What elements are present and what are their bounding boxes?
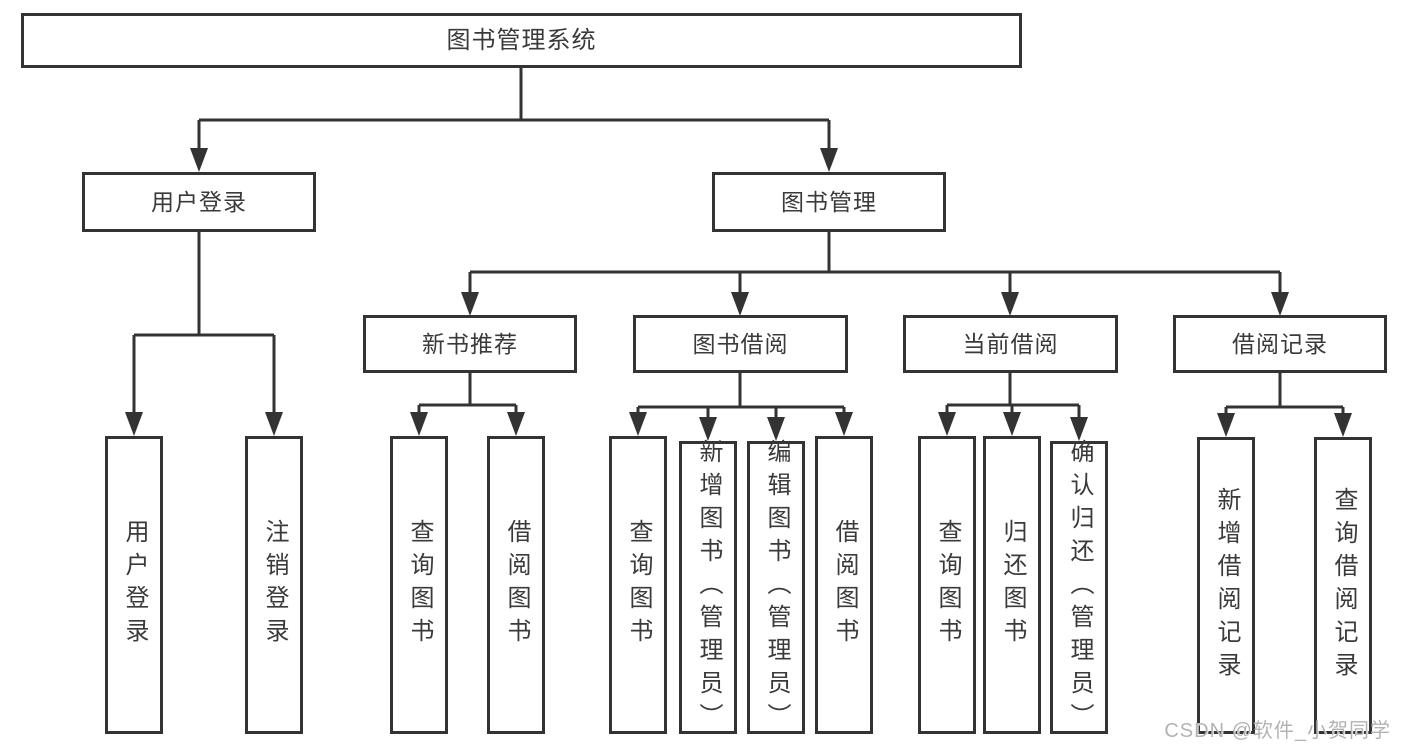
node-book-borrowing: 图书借阅 [633, 315, 848, 373]
node-borrowing-records: 借阅记录 [1173, 315, 1387, 373]
node-leaf-user-login: 用户登录 [105, 436, 163, 734]
leaf-label: 借阅图书 [831, 519, 858, 651]
node-leaf-add-borrow-record: 新增借阅记录 [1197, 437, 1255, 734]
node-leaf-add-books-admin: 新增图书（管理员） [679, 439, 737, 736]
node-book-management-branch: 图书管理 [712, 172, 946, 232]
node-user-login-branch: 用户登录 [82, 172, 316, 232]
leaf-label: 用户登录 [121, 519, 148, 651]
leaf-label: 新增图书（管理员） [695, 439, 722, 736]
csdn-watermark: CSDN @软件_小贺同学 [1164, 720, 1391, 742]
node-current-borrowing: 当前借阅 [903, 315, 1118, 373]
leaf-label: 注销登录 [261, 519, 288, 651]
node-new-book-recommendation: 新书推荐 [363, 315, 577, 373]
node-leaf-query-books-borrow: 查询图书 [609, 436, 667, 734]
node-leaf-confirm-return-admin: 确认归还（管理员） [1050, 439, 1108, 736]
leaf-label: 查询图书 [625, 519, 652, 651]
node-leaf-edit-books-admin: 编辑图书（管理员） [747, 439, 805, 736]
leaf-label: 确认归还（管理员） [1066, 439, 1093, 736]
node-leaf-logout: 注销登录 [245, 436, 303, 734]
leaf-label: 编辑图书（管理员） [763, 439, 790, 736]
leaf-label: 查询图书 [934, 519, 961, 651]
leaf-label: 查询借阅记录 [1330, 486, 1357, 685]
node-leaf-query-books-recommend: 查询图书 [390, 436, 448, 734]
node-leaf-query-books-current: 查询图书 [918, 436, 976, 734]
leaf-label: 归还图书 [999, 519, 1026, 651]
node-leaf-return-books: 归还图书 [983, 436, 1041, 734]
node-leaf-borrow-books: 借阅图书 [815, 436, 873, 734]
leaf-label: 借阅图书 [503, 519, 530, 651]
node-library-management-system: 图书管理系统 [21, 13, 1022, 68]
node-leaf-query-borrow-record: 查询借阅记录 [1314, 437, 1372, 734]
node-leaf-borrow-books-recommend: 借阅图书 [487, 436, 545, 734]
arrowheads [125, 148, 1352, 441]
leaf-label: 查询图书 [406, 519, 433, 651]
leaf-label: 新增借阅记录 [1213, 486, 1240, 685]
